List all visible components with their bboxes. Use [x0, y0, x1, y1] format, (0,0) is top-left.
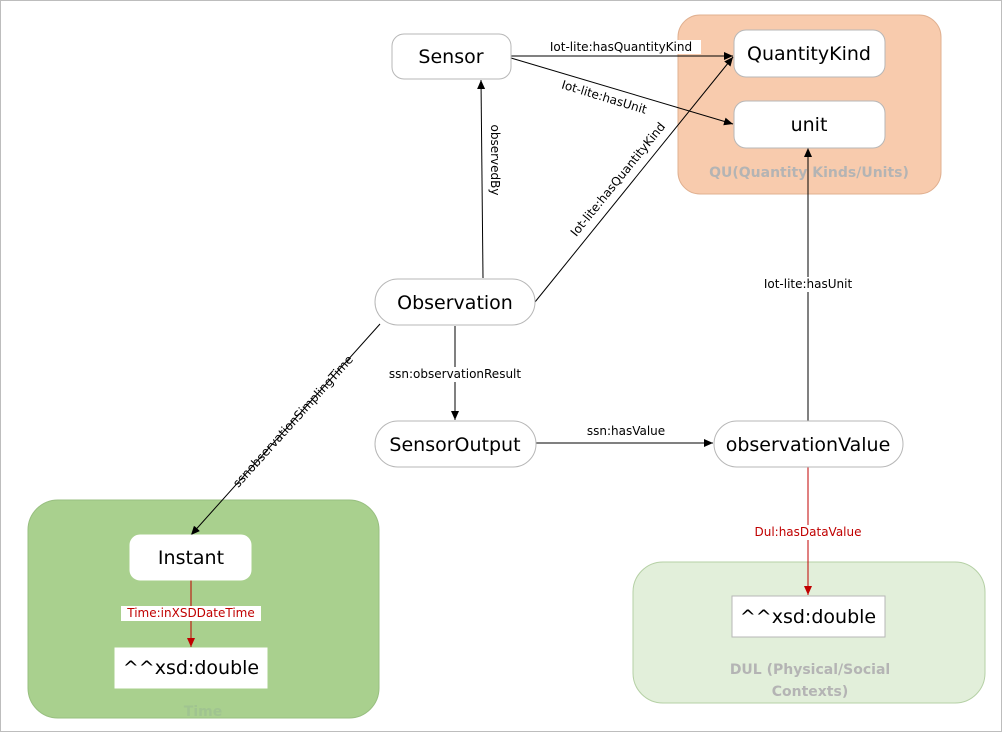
node-sensor: Sensor [391, 33, 512, 80]
node-sensor-label: Sensor [418, 46, 483, 68]
label-in-xsd-datetime: Time:inXSDDateTime [126, 606, 254, 620]
node-sensor-output: SensorOutput [374, 420, 537, 468]
node-observation-label: Observation [397, 292, 513, 314]
time-group-label: Time [184, 704, 222, 720]
node-unit-label: unit [791, 114, 828, 136]
node-time-literal: ^^xsd:double [114, 647, 268, 689]
node-quantity-kind-label: QuantityKind [747, 43, 871, 65]
node-sensor-output-label: SensorOutput [389, 434, 520, 456]
label-value-unit: Iot-lite:hasUnit [764, 277, 853, 291]
edge-label-bg [121, 606, 261, 621]
label-has-value: ssn:hasValue [587, 424, 665, 438]
edge-label-bg [384, 367, 526, 382]
dul-group-label-line2: Contexts) [772, 684, 849, 700]
node-time-literal-label: ^^xsd:double [123, 657, 259, 679]
node-observation-value-label: observationValue [726, 434, 891, 456]
dul-group-label-line1: DUL (Physical/Social [730, 662, 890, 678]
label-observed-by: observedBy [488, 125, 502, 196]
node-observation: Observation [374, 278, 536, 326]
edge-label-bg [749, 525, 868, 540]
node-observation-value: observationValue [713, 420, 904, 468]
edge-observation-quantitykind [534, 56, 734, 303]
edge-observed-by [477, 79, 486, 279]
edge-label-bg [541, 40, 701, 54]
node-dul-literal-label: ^^xsd:double [740, 606, 876, 628]
node-dul-literal: ^^xsd:double [731, 595, 886, 638]
edge-sampling-time [190, 323, 381, 536]
edge-label-bg [755, 277, 862, 292]
qu-group-label: QU(Quantity Kinds/Units) [709, 165, 909, 181]
label-sensor-quantitykind: Iot-lite:hasQuantityKind [550, 40, 692, 54]
node-unit: unit [733, 100, 886, 149]
node-instant-label: Instant [158, 547, 224, 569]
node-quantity-kind: QuantityKind [733, 29, 886, 78]
label-observation-result: ssn:observationResult [389, 367, 521, 381]
edge-sensor-unit [510, 57, 734, 126]
node-instant: Instant [129, 534, 252, 581]
label-has-data-value: Dul:hasDataValue [754, 525, 861, 539]
